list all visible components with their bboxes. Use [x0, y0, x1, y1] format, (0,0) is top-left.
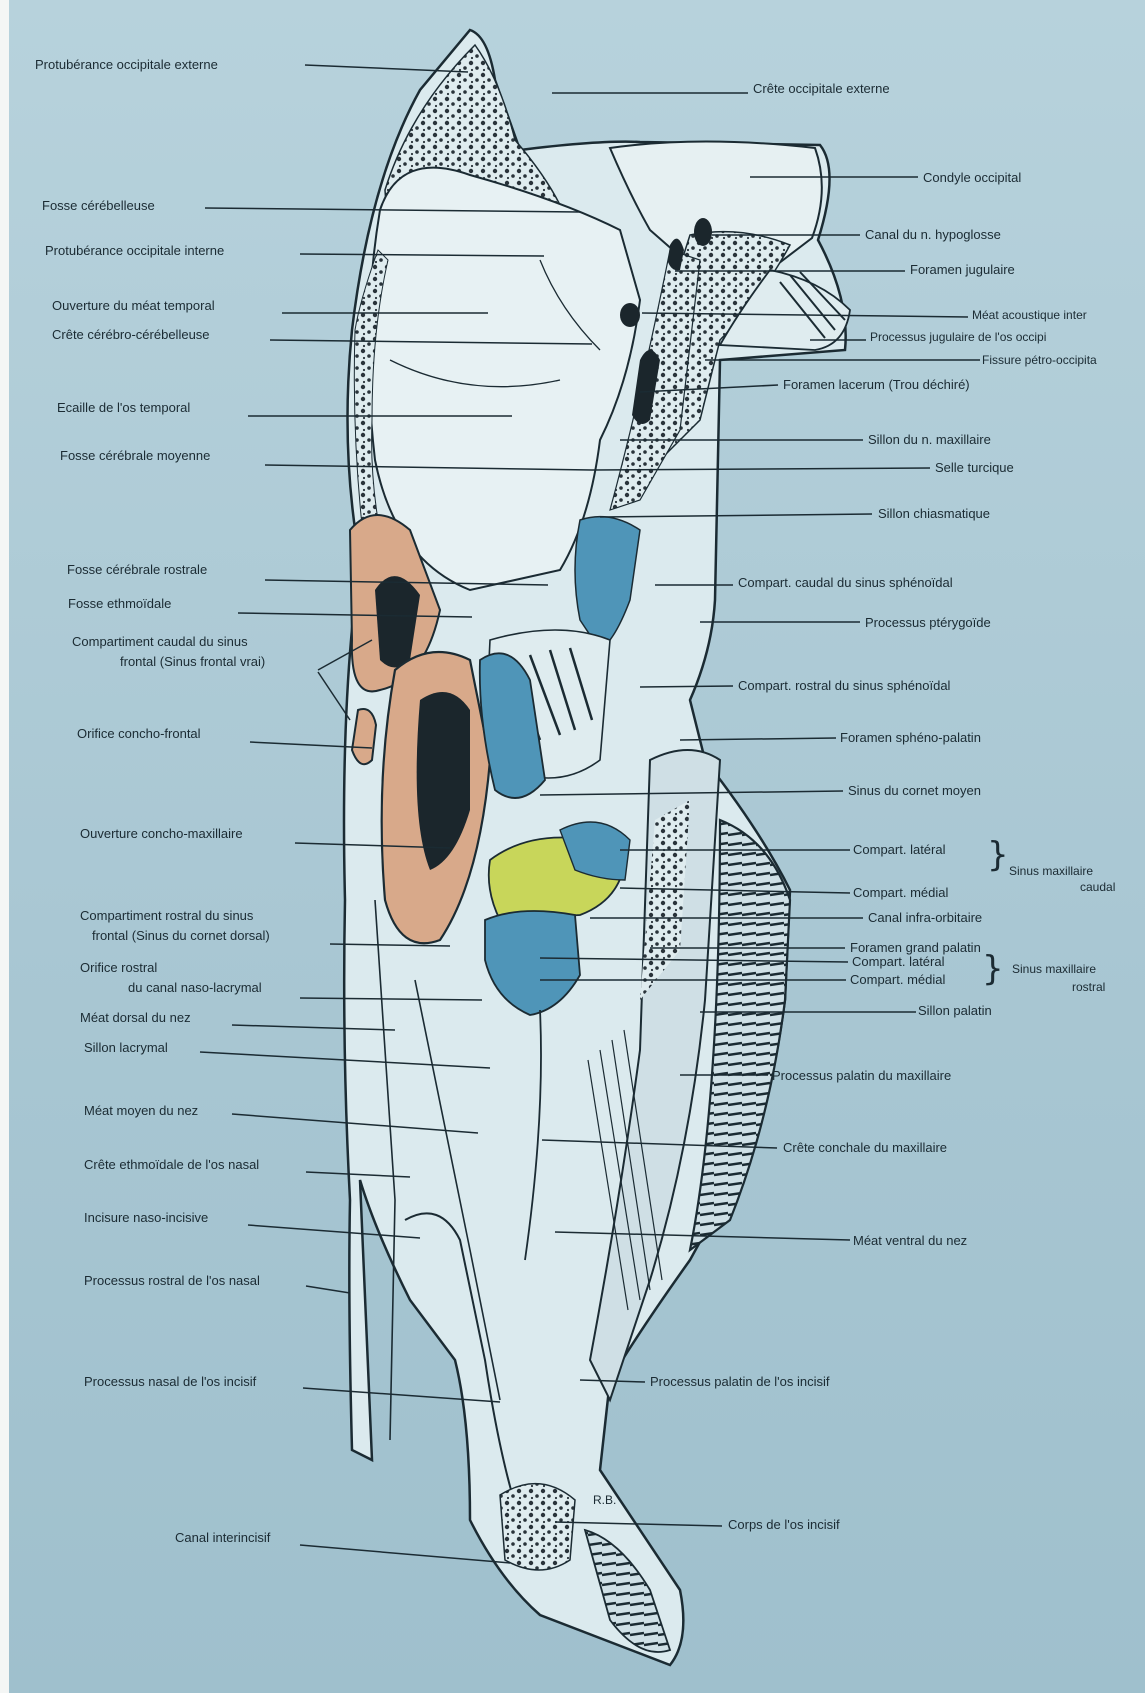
label-sillon-palatin: Sillon palatin	[918, 1003, 992, 1018]
incisive-body-spongy	[500, 1484, 575, 1570]
label-protuberance-occipitale-interne: Protubérance occipitale interne	[45, 243, 224, 258]
label-ouverture-concho-maxillaire: Ouverture concho-maxillaire	[80, 826, 243, 841]
label-meat-ventral-nez: Méat ventral du nez	[853, 1233, 967, 1248]
label-sinus-maxillaire-rostral-line2: rostral	[1072, 980, 1105, 995]
label-sinus-cornet-moyen: Sinus du cornet moyen	[848, 783, 981, 798]
label-compart-lateral-caudal: Compart. latéral	[853, 842, 945, 857]
label-ouverture-meat-temporal: Ouverture du méat temporal	[52, 298, 215, 313]
label-condyle-occipital: Condyle occipital	[923, 170, 1021, 185]
label-crete-occipitale-externe: Crête occipitale externe	[753, 81, 890, 96]
label-fosse-ethmoidale: Fosse ethmoïdale	[68, 596, 171, 611]
label-incisure-naso-incisive: Incisure naso-incisive	[84, 1210, 208, 1225]
label-corps-os-incisif: Corps de l'os incisif	[728, 1517, 840, 1532]
label-compart-medial-caudal: Compart. médial	[853, 885, 948, 900]
label-foramen-lacerum: Foramen lacerum (Trou déchiré)	[783, 377, 970, 392]
label-sinus-maxillaire-caudal-line1: Sinus maxillaire	[1009, 864, 1093, 879]
label-sillon-lacrymal: Sillon lacrymal	[84, 1040, 168, 1055]
label-orifice-rostral-line1: Orifice rostral	[80, 960, 157, 975]
label-orifice-concho-frontal: Orifice concho-frontal	[77, 726, 201, 741]
label-selle-turcique: Selle turcique	[935, 460, 1014, 475]
label-processus-nasal-os-incisif: Processus nasal de l'os incisif	[84, 1374, 256, 1389]
label-ecaille-os-temporal: Ecaille de l'os temporal	[57, 400, 190, 415]
label-compart-caudal-sinus-sphenoidal: Compart. caudal du sinus sphénoïdal	[738, 575, 953, 590]
label-compartiment-rostral-sinus-frontal-line2: frontal (Sinus du cornet dorsal)	[92, 928, 270, 943]
label-sinus-maxillaire-rostral-line1: Sinus maxillaire	[1012, 962, 1096, 977]
label-processus-jugulaire: Processus jugulaire de l'os occipi	[870, 330, 1046, 345]
label-foramen-grand-palatin: Foramen grand palatin	[850, 940, 981, 955]
label-foramen-spheno-palatin: Foramen sphéno-palatin	[840, 730, 981, 745]
label-crete-conchale-maxillaire: Crête conchale du maxillaire	[783, 1140, 947, 1155]
label-protuberance-occipitale-externe: Protubérance occipitale externe	[35, 57, 218, 72]
label-compart-lateral-rostral: Compart. latéral	[852, 954, 944, 969]
label-foramen-jugulaire: Foramen jugulaire	[910, 262, 1015, 277]
label-canal-interincisif: Canal interincisif	[175, 1530, 270, 1545]
label-processus-palatin-os-incisif: Processus palatin de l'os incisif	[650, 1374, 830, 1389]
label-orifice-rostral-line2: du canal naso-lacrymal	[128, 980, 262, 995]
artist-signature: R.B.	[593, 1493, 616, 1508]
brace-sinus-maxillaire-caudal: }	[987, 838, 1009, 872]
label-compart-medial-rostral: Compart. médial	[850, 972, 945, 987]
label-crete-cerebro-cerebelleuse: Crête cérébro-cérébelleuse	[52, 327, 210, 342]
label-processus-rostral-os-nasal: Processus rostral de l'os nasal	[84, 1273, 260, 1288]
label-canal-infra-orbitaire: Canal infra-orbitaire	[868, 910, 982, 925]
label-processus-pterygoide: Processus ptérygoïde	[865, 615, 991, 630]
label-compartiment-caudal-sinus-frontal-line1: Compartiment caudal du sinus	[72, 634, 248, 649]
brace-sinus-maxillaire-rostral: }	[982, 952, 1004, 986]
label-compartiment-caudal-sinus-frontal-line2: frontal (Sinus frontal vrai)	[120, 654, 265, 669]
hypoglossal-canal-dark	[694, 218, 712, 246]
label-meat-moyen-nez: Méat moyen du nez	[84, 1103, 198, 1118]
label-sillon-n-maxillaire: Sillon du n. maxillaire	[868, 432, 991, 447]
label-canal-hypoglosse: Canal du n. hypoglosse	[865, 227, 1001, 242]
label-sillon-chiasmatique: Sillon chiasmatique	[878, 506, 990, 521]
label-meat-dorsal-nez: Méat dorsal du nez	[80, 1010, 191, 1025]
label-meat-acoustique: Méat acoustique inter	[972, 308, 1087, 323]
label-crete-ethmoidale-os-nasal: Crête ethmoïdale de l'os nasal	[84, 1157, 259, 1172]
acoustic-meatus-dark	[620, 303, 640, 327]
label-processus-palatin-maxillaire: Processus palatin du maxillaire	[772, 1068, 951, 1083]
label-compartiment-rostral-sinus-frontal-line1: Compartiment rostral du sinus	[80, 908, 253, 923]
label-compart-rostral-sinus-sphenoidal: Compart. rostral du sinus sphénoïdal	[738, 678, 950, 693]
label-sinus-maxillaire-caudal-line2: caudal	[1080, 880, 1115, 895]
label-fosse-cerebrale-moyenne: Fosse cérébrale moyenne	[60, 448, 210, 463]
label-fosse-cerebrale-rostrale: Fosse cérébrale rostrale	[67, 562, 207, 577]
label-fosse-cerebelleuse: Fosse cérébelleuse	[42, 198, 155, 213]
label-fissure-petro-occipitale: Fissure pétro-occipita	[982, 353, 1097, 368]
